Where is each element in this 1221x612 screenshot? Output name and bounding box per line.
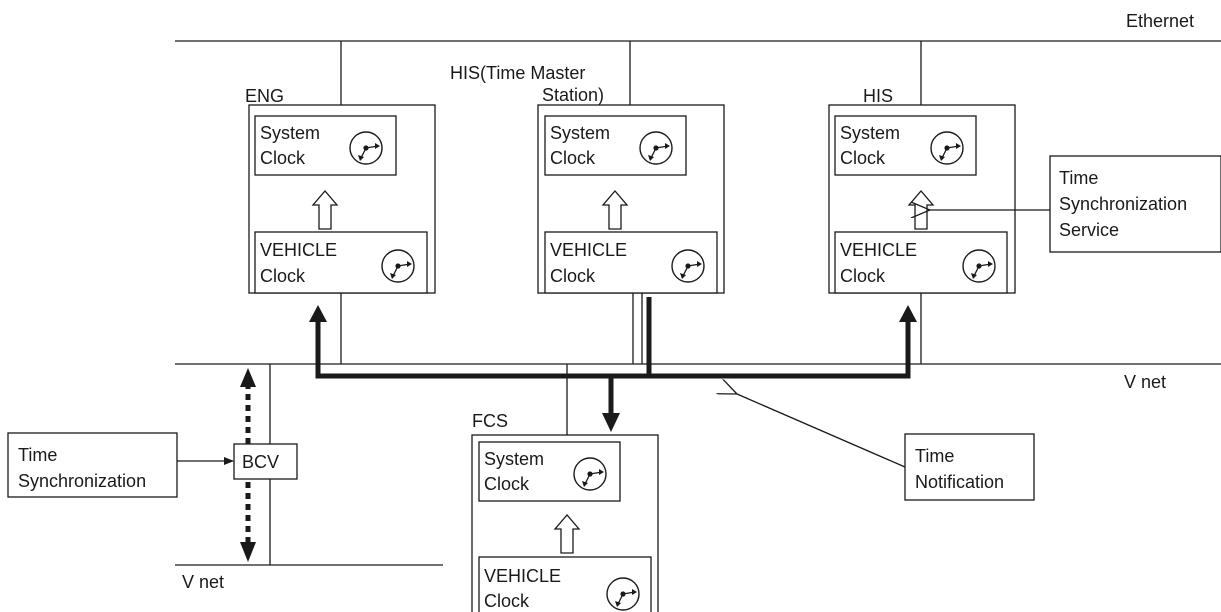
station-fcs-title: FCS [472, 411, 508, 431]
clock-icon [381, 249, 415, 283]
arrowhead-to-eng [309, 305, 327, 322]
time-notification-pointer [737, 394, 906, 468]
his-master-vehicle-clock-label: VEHICLE Clock [550, 240, 632, 286]
station-eng: ENG System Clock VEHICLE Clock [245, 86, 436, 294]
his-master-system-clock-label: System Clock [550, 123, 615, 168]
station-fcs: FCS System Clock VEHICLE Clock [471, 411, 659, 612]
ethernet-label: Ethernet [1126, 11, 1194, 31]
his-system-clock-label: System Clock [840, 123, 905, 168]
arrowhead-to-fcs [602, 413, 620, 432]
eng-system-clock-label: System Clock [260, 123, 325, 168]
bcv-box [233, 443, 298, 480]
clock-icon [671, 249, 705, 283]
clock-icon [930, 131, 964, 165]
bcv-arrowhead-down [240, 542, 256, 562]
vnet-bottom-label: V net [182, 572, 224, 592]
time-sync-service-callout-label: Time Synchronization Service [1059, 168, 1192, 240]
clock-icon [639, 131, 673, 165]
station-his-master-title: HIS(Time Master Station) [450, 63, 604, 105]
bcv-label: BCV [242, 452, 279, 472]
bcv-arrowhead-up [240, 368, 256, 387]
station-his-master: HIS(Time Master Station) System Clock VE… [450, 63, 725, 294]
notification-bus-path [315, 320, 911, 379]
time-notification-callout-label: Time Notification [915, 446, 1004, 492]
clock-icon [573, 457, 607, 491]
fcs-vehicle-clock-label: VEHICLE Clock [484, 566, 566, 611]
clock-icon [349, 131, 383, 165]
arrowhead-to-his [899, 305, 917, 322]
clock-icon [962, 249, 996, 283]
vnet-label: V net [1124, 372, 1166, 392]
time-sync-callout-box [7, 432, 178, 498]
station-eng-title: ENG [245, 86, 284, 106]
time-sync-service-callout-box [1049, 155, 1221, 253]
eng-vehicle-clock-label: VEHICLE Clock [260, 240, 342, 286]
time-notification-bus [315, 297, 911, 416]
time-sync-callout-label: Time Synchronization [18, 445, 146, 491]
clock-icon [606, 577, 640, 611]
station-his: HIS System Clock VEHICLE Clock [828, 86, 1016, 294]
station-his-title: HIS [863, 86, 893, 106]
fcs-system-clock-label: System Clock [484, 449, 549, 494]
his-vehicle-clock-label: VEHICLE Clock [840, 240, 922, 286]
